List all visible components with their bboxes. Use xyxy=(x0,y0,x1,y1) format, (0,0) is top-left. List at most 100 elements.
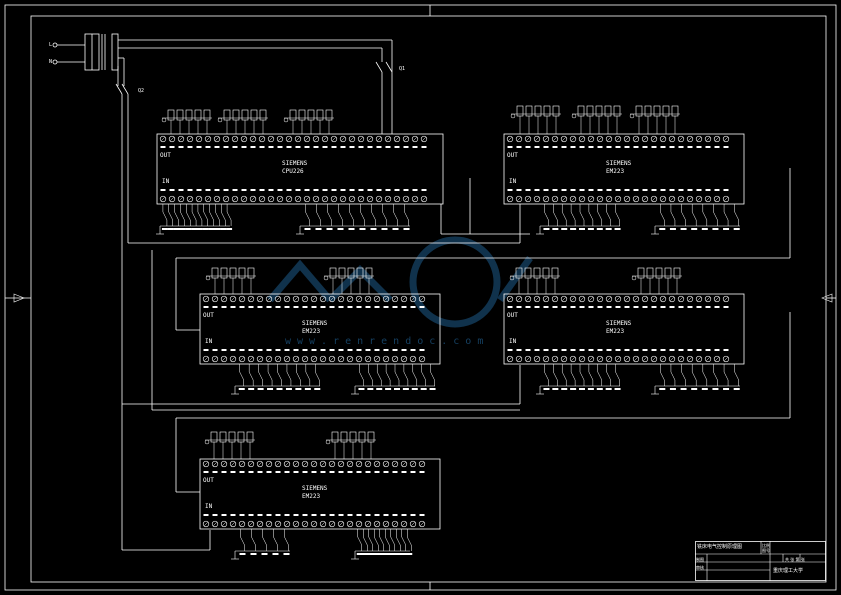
input-pin-label xyxy=(374,349,380,351)
input-terminal xyxy=(310,355,318,363)
outer-frame xyxy=(4,4,837,591)
input-pin-label xyxy=(320,349,326,351)
output-pin-label xyxy=(268,146,274,148)
output-pin-label xyxy=(723,146,729,148)
power-supply xyxy=(52,33,393,134)
output-pin-label xyxy=(230,471,236,473)
input-switch-group xyxy=(231,364,321,395)
output-pin-label xyxy=(257,306,263,308)
output-pin-label xyxy=(241,146,247,148)
input-pin-label xyxy=(383,349,389,351)
output-pin-label xyxy=(606,146,612,148)
output-terminal xyxy=(686,295,694,303)
relay-coil-group xyxy=(205,267,256,294)
output-terminal xyxy=(533,135,541,143)
input-terminal xyxy=(578,195,586,203)
input-terminal xyxy=(704,195,712,203)
module-body xyxy=(199,458,441,530)
brand-label: SIEMENS xyxy=(606,320,632,327)
input-pin-label xyxy=(410,349,416,351)
input-terminal xyxy=(168,195,176,203)
input-pin-label xyxy=(642,349,648,351)
output-pin-label xyxy=(196,146,202,148)
input-pin-label xyxy=(338,514,344,516)
input-terminal xyxy=(695,195,703,203)
output-pin-label xyxy=(597,306,603,308)
output-terminal xyxy=(328,460,336,468)
output-terminal xyxy=(283,460,291,468)
output-pin-label xyxy=(284,471,290,473)
input-terminal xyxy=(560,195,568,203)
output-terminal xyxy=(220,460,228,468)
input-terminal xyxy=(686,355,694,363)
input-terminal xyxy=(330,195,338,203)
input-pin-label xyxy=(311,514,317,516)
output-pin-label xyxy=(320,471,326,473)
input-terminal xyxy=(220,355,228,363)
output-pin-label xyxy=(696,146,702,148)
output-pin-label xyxy=(403,146,409,148)
input-pin-label xyxy=(322,189,328,191)
input-terminal xyxy=(222,195,230,203)
input-terminal xyxy=(249,195,257,203)
output-pin-label xyxy=(579,306,585,308)
output-pin-label xyxy=(419,471,425,473)
drawing-number-label: 图号 xyxy=(762,548,770,553)
output-pin-label xyxy=(221,306,227,308)
input-terminal xyxy=(364,520,372,528)
output-pin-label xyxy=(642,306,648,308)
switch-q1-label: Q1 xyxy=(399,66,405,72)
output-terminal xyxy=(274,295,282,303)
output-terminal xyxy=(229,295,237,303)
model-label: EM223 xyxy=(302,493,320,500)
drafter-label: 制图 xyxy=(696,557,704,562)
output-terminal xyxy=(265,295,273,303)
input-terminal xyxy=(384,195,392,203)
input-terminal xyxy=(364,355,372,363)
output-pin-label xyxy=(239,306,245,308)
output-pin-label xyxy=(561,146,567,148)
input-switch-group xyxy=(351,529,413,560)
relay-coil-group xyxy=(631,267,682,294)
output-terminal xyxy=(713,135,721,143)
out-label: OUT xyxy=(507,152,518,159)
input-pin-label xyxy=(410,514,416,516)
output-pin-label xyxy=(347,471,353,473)
input-terminal xyxy=(569,195,577,203)
relay-coil-group xyxy=(325,431,376,459)
output-terminal xyxy=(337,295,345,303)
input-pin-label xyxy=(705,349,711,351)
output-pin-label xyxy=(374,306,380,308)
output-pin-label xyxy=(410,306,416,308)
output-terminal xyxy=(348,135,356,143)
input-terminal xyxy=(301,520,309,528)
output-terminal xyxy=(256,460,264,468)
input-pin-label xyxy=(669,349,675,351)
output-terminal xyxy=(256,295,264,303)
output-terminal xyxy=(292,460,300,468)
input-terminal xyxy=(319,520,327,528)
input-terminal xyxy=(195,195,203,203)
input-terminal xyxy=(402,195,410,203)
input-terminal xyxy=(382,355,390,363)
watermark-logo xyxy=(267,236,533,328)
input-pin-label xyxy=(606,189,612,191)
output-terminal xyxy=(382,295,390,303)
output-pin-label xyxy=(696,306,702,308)
output-terminal xyxy=(418,460,426,468)
input-pin-label xyxy=(660,189,666,191)
watermark-text: www.renrendoc.com xyxy=(285,336,489,347)
output-terminal xyxy=(578,135,586,143)
input-terminal xyxy=(542,355,550,363)
input-terminal xyxy=(202,520,210,528)
input-terminal xyxy=(213,195,221,203)
module-body xyxy=(503,293,745,365)
output-terminal xyxy=(542,135,550,143)
in-label: IN xyxy=(509,338,517,345)
output-pin-label xyxy=(392,306,398,308)
input-terminal xyxy=(283,355,291,363)
input-terminal xyxy=(328,520,336,528)
output-terminal xyxy=(587,135,595,143)
inner-frame xyxy=(30,15,827,583)
